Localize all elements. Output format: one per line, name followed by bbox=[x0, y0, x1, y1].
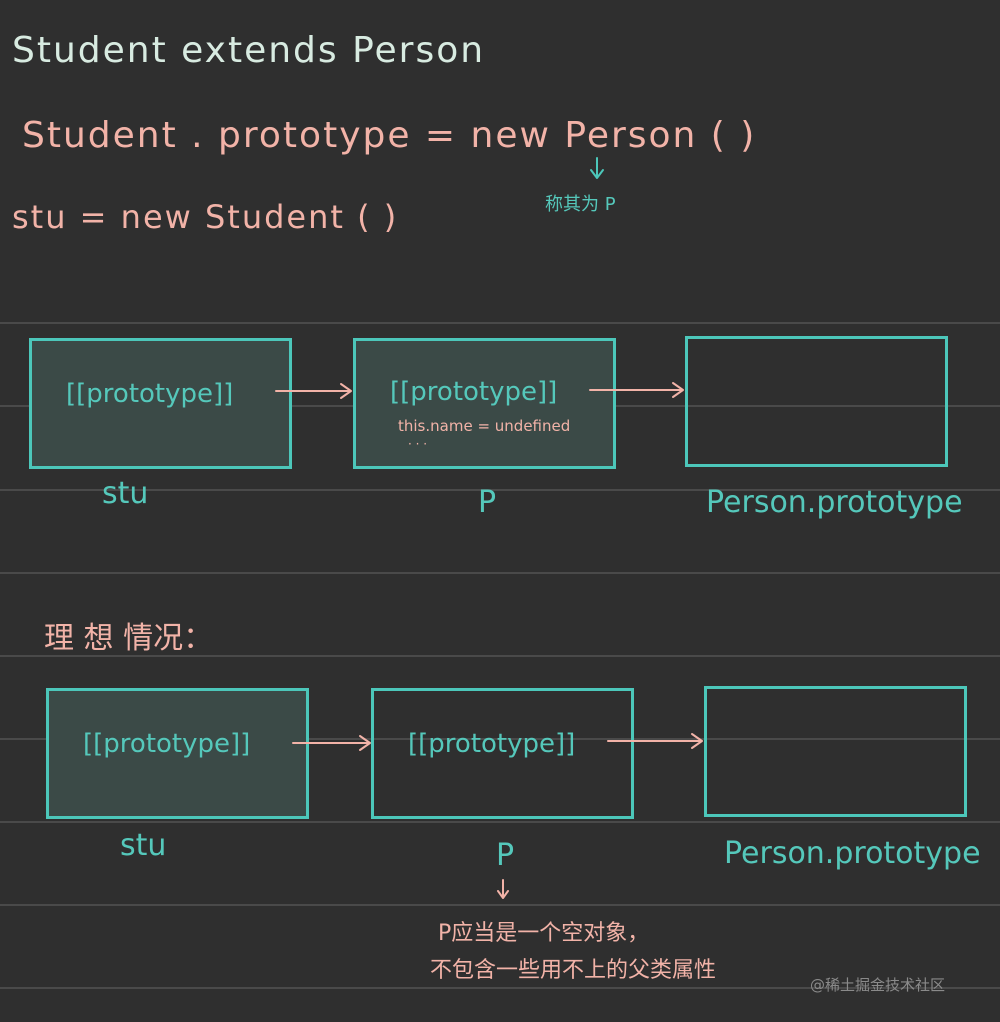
ruled-line bbox=[0, 572, 1000, 574]
diagram2-arrowhead-1 bbox=[359, 735, 371, 751]
diagram2-person-prototype-label: Person.prototype bbox=[724, 836, 981, 871]
ruled-line bbox=[0, 904, 1000, 906]
diagram1-p-label: P bbox=[478, 485, 497, 520]
diagram2-person-prototype-box bbox=[704, 686, 967, 817]
diagram1-person-prototype-box bbox=[685, 336, 948, 467]
code-line-2: stu = new Student ( ) bbox=[12, 198, 399, 236]
ruled-line bbox=[0, 489, 1000, 491]
footnote-arrowhead bbox=[497, 890, 509, 899]
diagram2-stu-box: [[prototype]] bbox=[46, 688, 309, 819]
diagram1-stu-box: [[prototype]] bbox=[29, 338, 292, 469]
diagram1-p-box: [[prototype]] this.name = undefined · · … bbox=[353, 338, 616, 469]
ruled-line bbox=[0, 821, 1000, 823]
diagram1-stu-prototype: [[prototype]] bbox=[66, 379, 234, 409]
diagram2-stu-label: stu bbox=[120, 828, 167, 863]
code-line-1: Student . prototype = new Person ( ) bbox=[22, 115, 757, 156]
diagram1-stu-label: stu bbox=[102, 476, 149, 511]
diagram2-p-label: P bbox=[496, 838, 515, 873]
ruled-line bbox=[0, 655, 1000, 657]
diagram1-arrowhead-1 bbox=[340, 383, 352, 399]
diagram1-person-prototype-label: Person.prototype bbox=[706, 485, 963, 520]
footnote-line-1: P应当是一个空对象， bbox=[438, 921, 650, 946]
diagram1-p-detail: this.name = undefined bbox=[398, 417, 571, 435]
ruled-line bbox=[0, 738, 1000, 740]
ruled-line bbox=[0, 322, 1000, 324]
diagram1-p-prototype: [[prototype]] bbox=[390, 377, 558, 407]
ruled-line bbox=[0, 987, 1000, 989]
diagram1-arrowhead-2 bbox=[672, 382, 684, 398]
diagram1-p-ellipsis: · · · bbox=[408, 437, 428, 451]
annotation-arrowhead bbox=[590, 169, 604, 179]
ideal-heading: 理 想 情况： bbox=[44, 621, 214, 656]
heading: Student extends Person bbox=[12, 30, 486, 71]
diagram2-p-prototype: [[prototype]] bbox=[408, 729, 576, 759]
footnote-line-2: 不包含一些用不上的父类属性 bbox=[430, 958, 717, 983]
diagram2-p-box: [[prototype]] bbox=[371, 688, 634, 819]
diagram2-stu-prototype: [[prototype]] bbox=[83, 729, 251, 759]
diagram2-arrowhead-2 bbox=[691, 733, 703, 749]
watermark: @稀土掘金技术社区 bbox=[810, 976, 946, 994]
code-annotation: 称其为 P bbox=[545, 194, 616, 215]
